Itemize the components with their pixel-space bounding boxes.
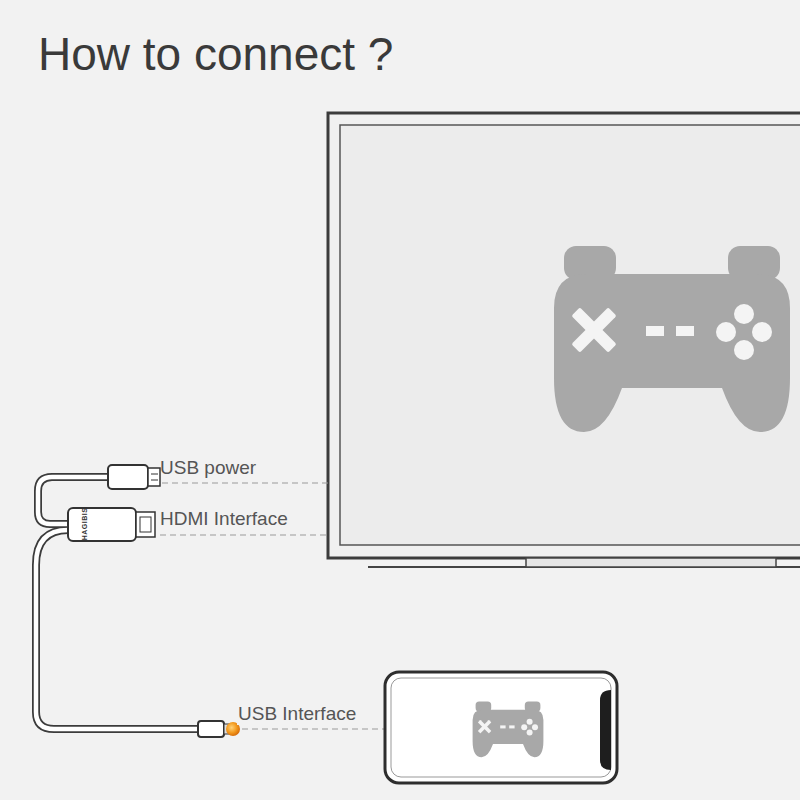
- illustration-part: [140, 517, 151, 532]
- illustration-part: [198, 721, 224, 737]
- port-label: USB Interface: [237, 703, 357, 725]
- illustration-part: [554, 246, 790, 432]
- illustration-part: [162, 482, 328, 483]
- illustration-part: [600, 690, 611, 770]
- tv-illustration: [328, 113, 800, 567]
- usb-plug: [108, 465, 160, 489]
- illustration-part: [36, 530, 200, 729]
- illustration-part: [151, 474, 158, 475]
- illustration-part: [36, 530, 200, 729]
- page-title: How to connect ?: [38, 28, 393, 81]
- port-label: USB power: [160, 457, 256, 479]
- illustration-part: [391, 678, 611, 777]
- illustration-part: [385, 672, 617, 783]
- port-label: HDMI Interface: [160, 508, 288, 530]
- phone-illustration: [385, 672, 617, 783]
- illustration-part: [328, 113, 800, 558]
- brand-mark: HAGIBIS: [81, 508, 89, 541]
- illustration-part: [160, 534, 328, 535]
- leader-lines: [160, 483, 385, 729]
- illustration-part: [136, 512, 155, 537]
- illustration-part: [340, 125, 800, 545]
- illustration-part: [108, 465, 148, 489]
- usb-c-plug: [198, 721, 240, 737]
- hdmi-plug: [68, 508, 155, 541]
- illustration-part: [473, 701, 544, 757]
- illustration-part: [68, 508, 136, 541]
- illustration-part: [148, 468, 160, 486]
- illustration-part: [526, 558, 776, 567]
- illustration-part: [242, 728, 385, 729]
- illustration-part: [151, 480, 158, 481]
